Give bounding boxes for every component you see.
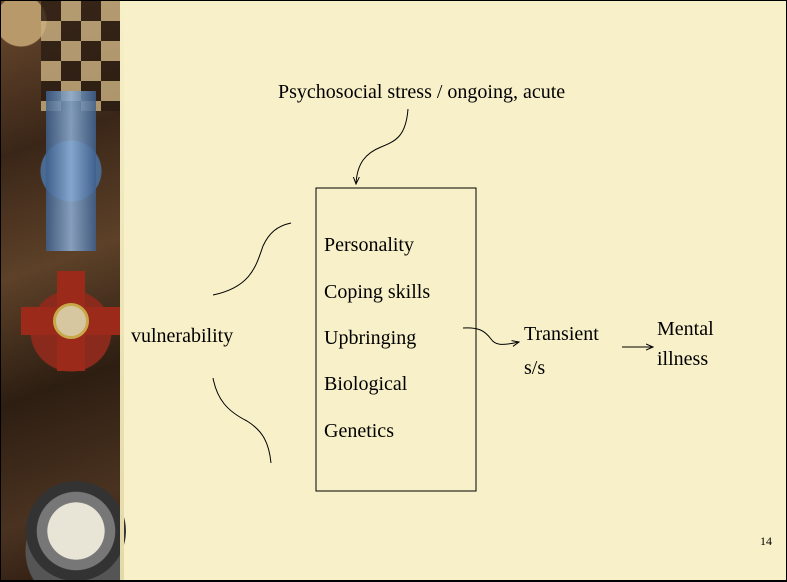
factor-genetics: Genetics xyxy=(324,420,394,442)
medal-ribbon-decoration xyxy=(46,91,96,251)
factor-upbringing: Upbringing xyxy=(324,327,417,349)
factor-biological: Biological xyxy=(324,373,408,395)
factor-personality: Personality xyxy=(324,234,414,256)
page-number: 14 xyxy=(760,534,772,548)
mental-illness-line1: Mental xyxy=(657,318,714,340)
factor-coping-skills: Coping skills xyxy=(324,281,431,303)
stress-label: Psychosocial stress / ongoing, acute xyxy=(278,81,566,103)
vulnerability-label: vulnerability xyxy=(131,325,234,347)
medal-cross-decoration xyxy=(21,271,121,371)
stress-arrow xyxy=(356,108,409,184)
compass-decoration xyxy=(26,481,126,580)
transient-label-line1: Transient xyxy=(524,323,599,345)
upper-brace xyxy=(212,222,292,296)
transient-arrow xyxy=(462,327,519,345)
mental-illness-line2: illness xyxy=(657,348,709,370)
decorative-sidebar-image xyxy=(1,1,126,580)
sidebar-edge xyxy=(120,1,124,580)
factors-box xyxy=(315,187,477,492)
lower-brace xyxy=(212,377,272,464)
transient-label-line2: s/s xyxy=(524,357,546,379)
